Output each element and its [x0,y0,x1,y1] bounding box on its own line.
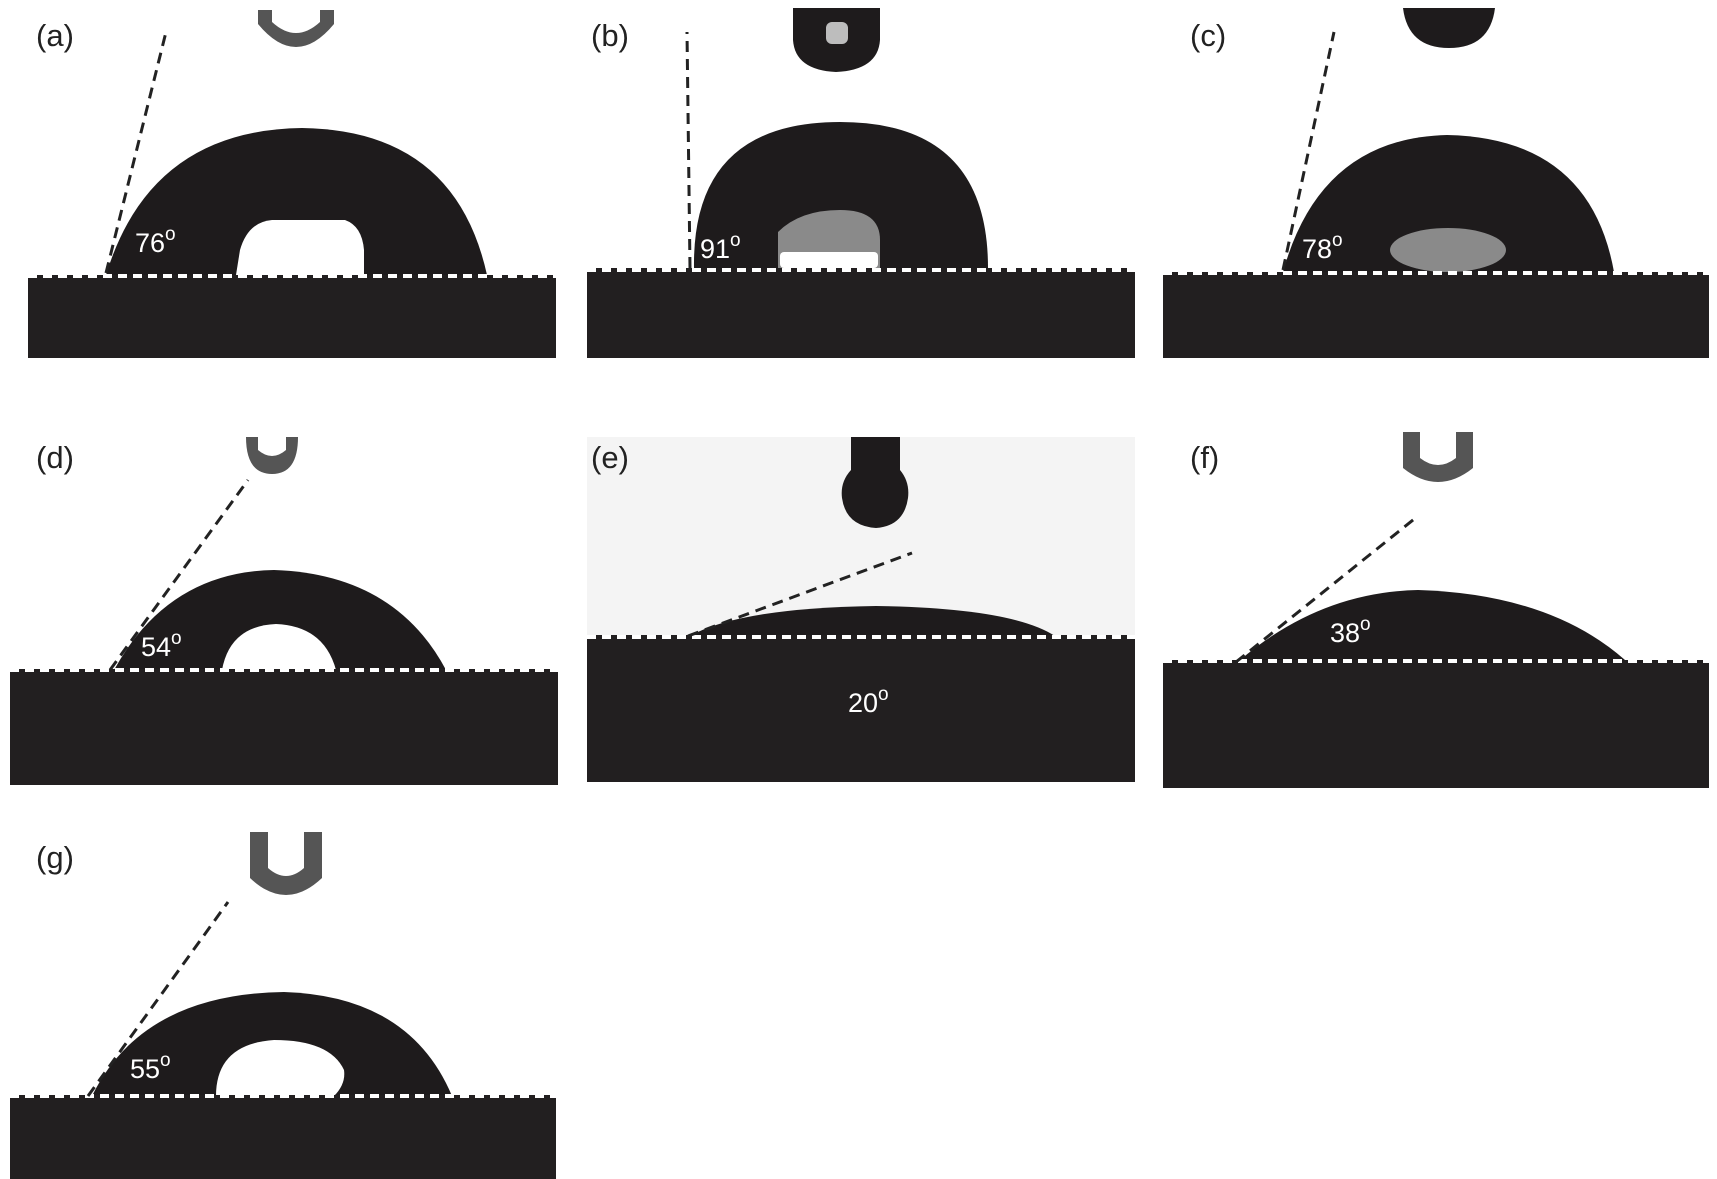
substrate-g [10,1095,556,1179]
droplet-d [114,570,446,670]
needle-g [250,832,322,895]
needle-glint-b [826,22,848,44]
angle-label-g: 55o [130,1050,171,1084]
panel-a: (a) 76o [28,10,556,358]
substrate-c [1163,272,1709,358]
tangent-line-e [687,551,913,638]
substrate-e [587,635,1135,782]
needle-c [1403,8,1495,48]
needle-d [246,437,298,474]
droplet-highlight-a [236,220,364,275]
tangent-line-d [108,479,250,671]
panel-label-b: (b) [591,18,629,53]
droplet-c [1283,135,1614,272]
droplet-e [690,606,1055,636]
tangent-line-f [1235,514,1419,664]
panel-f: (f) 38o [1163,432,1709,788]
panel-label-f: (f) [1190,440,1219,475]
needle-e [841,437,909,528]
panel-label-g: (g) [36,840,74,875]
panel-label-c: (c) [1190,18,1226,53]
panel-label-d: (d) [36,440,74,475]
substrate-d [10,669,558,785]
panel-e: (e) 20o [587,437,1135,782]
substrate-a [28,275,556,358]
tangent-line-g [86,901,230,1097]
droplet-highlight-c [1390,228,1506,272]
panel-label-e: (e) [591,440,629,475]
needle-f [1403,432,1473,482]
tangent-line-c [1281,31,1336,271]
droplet-highlight-b-bright [780,252,878,268]
angle-label-b: 91o [700,230,741,264]
needle-a [258,10,334,47]
angle-label-a: 76o [135,224,176,258]
tangent-line-b [685,31,692,269]
droplet-highlight-g [216,1040,345,1096]
droplet-b [693,122,988,268]
angle-label-f: 38o [1330,614,1371,648]
panel-g: (g) 55o [10,832,556,1179]
substrate-f [1163,660,1709,788]
panel-d: (d) 54o [10,437,558,785]
droplet-a [106,128,487,275]
droplet-f [1240,590,1625,660]
tangent-line-a [104,31,168,274]
angle-label-c: 78o [1302,230,1343,264]
angle-label-d: 54o [141,628,182,662]
droplet-highlight-d [222,624,336,670]
substrate-b [587,268,1135,358]
panel-label-a: (a) [36,18,74,53]
angle-label-e: 20o [848,684,889,718]
panel-c: (c) 78o [1163,8,1709,358]
panel-b: (b) 91o [587,8,1135,358]
